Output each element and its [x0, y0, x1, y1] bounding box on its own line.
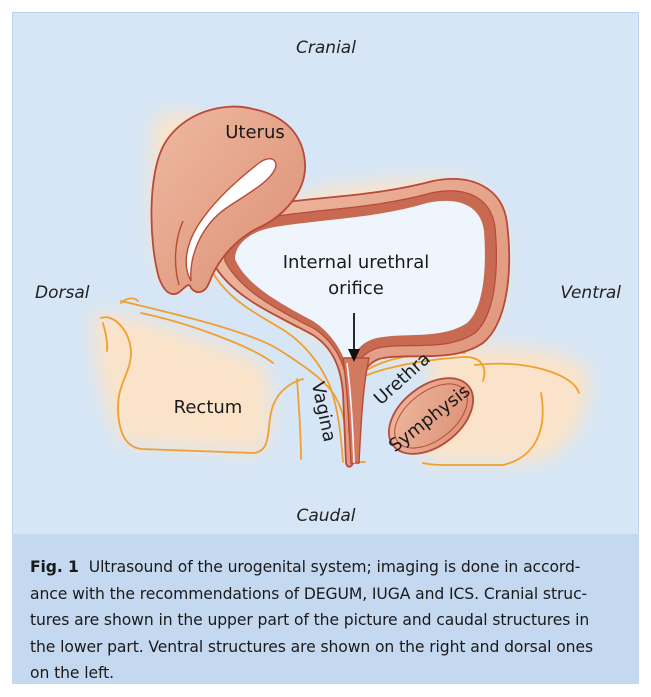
- vagina-label: Vagina: [307, 380, 340, 444]
- caudal-label: Caudal: [297, 506, 356, 526]
- internal-urethral-label-line2: orifice: [328, 278, 384, 299]
- uterus-label: Uterus: [225, 122, 285, 143]
- dorsal-label: Dorsal: [35, 283, 90, 303]
- figure: Cranial Caudal Dorsal Ventral Uterus Int…: [12, 12, 639, 684]
- cranial-label: Cranial: [296, 38, 356, 58]
- rectum-label: Rectum: [174, 397, 243, 418]
- internal-urethral-label-line1: Internal urethral: [283, 252, 429, 273]
- ventral-label: Ventral: [560, 283, 621, 303]
- caption-text: Ultrasound of the urogenital system; ima…: [30, 558, 593, 682]
- anatomy-diagram: Cranial Caudal Dorsal Ventral Uterus Int…: [13, 13, 640, 535]
- illustration-panel: Cranial Caudal Dorsal Ventral Uterus Int…: [12, 12, 639, 534]
- figure-label: Fig. 1: [30, 558, 79, 576]
